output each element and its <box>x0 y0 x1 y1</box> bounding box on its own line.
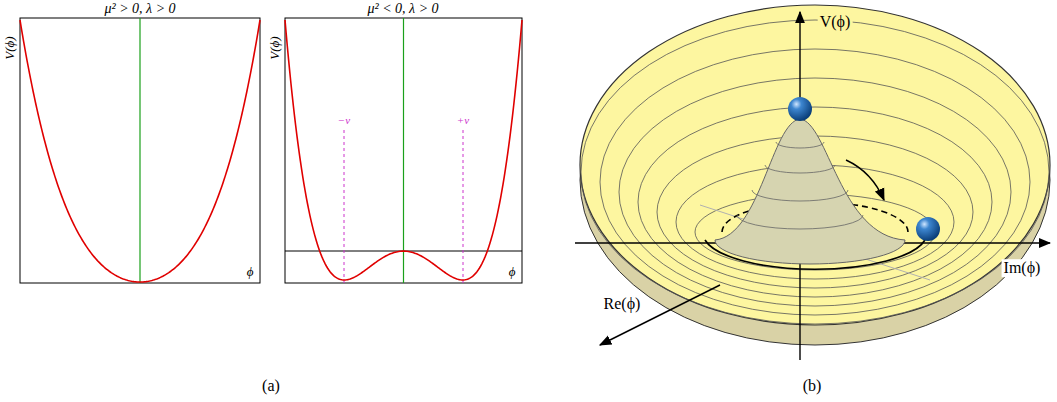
mexican-hat <box>575 5 1050 360</box>
potential-curve <box>285 20 522 280</box>
axis-label: ϕ <box>509 265 516 279</box>
axis-label: V(ϕ) <box>268 36 282 59</box>
vev-label: −ν <box>338 114 350 126</box>
panel-label: (b) <box>803 377 822 395</box>
axis-label: Re(ϕ) <box>602 295 643 313</box>
vev-label: +ν <box>457 114 469 126</box>
vev-marker <box>463 130 464 283</box>
symmetry-line <box>139 18 140 283</box>
axis-label: V(ϕ) <box>3 36 17 59</box>
axis-label: Im(ϕ) <box>1002 259 1043 277</box>
plot-frame <box>285 18 522 283</box>
plot-frame <box>20 18 260 283</box>
plot-title: μ² > 0, λ > 0 <box>104 1 175 16</box>
vev-marker <box>344 130 345 283</box>
axis-label: ϕ <box>247 265 254 279</box>
axis-label: V(ϕ) <box>818 13 853 31</box>
symmetry-line <box>403 18 404 283</box>
plot-title: μ² < 0, λ > 0 <box>367 1 438 16</box>
panel-label: (a) <box>262 377 280 395</box>
potential-curve <box>20 20 260 282</box>
